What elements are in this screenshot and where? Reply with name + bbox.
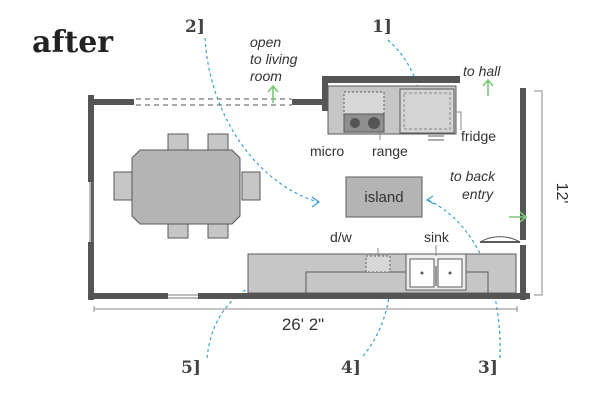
callout-1: 1]: [372, 17, 392, 37]
chair-right: [241, 171, 261, 201]
callout-arrow-4: [362, 271, 391, 357]
back-entry-text-2: entry: [462, 186, 494, 202]
top-counter: [327, 85, 457, 141]
callout-arrow-5: [206, 274, 283, 359]
callout-4: 4]: [341, 358, 361, 378]
depth-dimension: 12': [553, 183, 570, 204]
dishwasher: [365, 255, 391, 273]
fridge: [399, 88, 455, 134]
green-arrows: [267, 78, 528, 223]
microwave: [343, 91, 385, 115]
to-hall-text: to hall: [463, 63, 501, 79]
plan-title: after: [32, 25, 114, 60]
chair-top-right: [207, 133, 229, 151]
island-label: island: [364, 189, 403, 206]
back-door: [479, 236, 521, 243]
callout-arrow-1: [387, 39, 421, 101]
chair-top-left: [167, 133, 189, 151]
open-text-3: room: [250, 68, 282, 84]
callout-5: 5]: [181, 358, 201, 378]
arrow-up-living-icon: [267, 84, 279, 103]
bottom-counter: [247, 253, 517, 294]
fridge-leader: [457, 111, 462, 130]
open-text-2: to living: [250, 51, 298, 67]
fridge-label: fridge: [461, 128, 496, 144]
sink-label: sink: [424, 229, 450, 245]
range-label: range: [372, 143, 408, 159]
windows: [85, 182, 198, 299]
dimension-lines: [93, 90, 543, 312]
dining-table: [131, 149, 241, 225]
width-dimension: 26' 2": [282, 315, 324, 334]
back-entry-text-1: to back: [450, 168, 496, 184]
dw-label: d/w: [330, 229, 353, 245]
dining-set: [113, 133, 261, 239]
arrow-up-hall-icon: [482, 78, 494, 96]
callout-2: 2]: [185, 17, 205, 37]
callout-3: 3]: [478, 358, 498, 378]
callout-arrow-2: [204, 37, 319, 203]
arrow-right-back-icon: [509, 211, 528, 223]
open-wall-dashes: [136, 98, 292, 106]
open-text-1: open: [250, 34, 281, 50]
chair-left: [113, 171, 133, 201]
island: [345, 176, 423, 218]
micro-label: micro: [310, 143, 344, 159]
